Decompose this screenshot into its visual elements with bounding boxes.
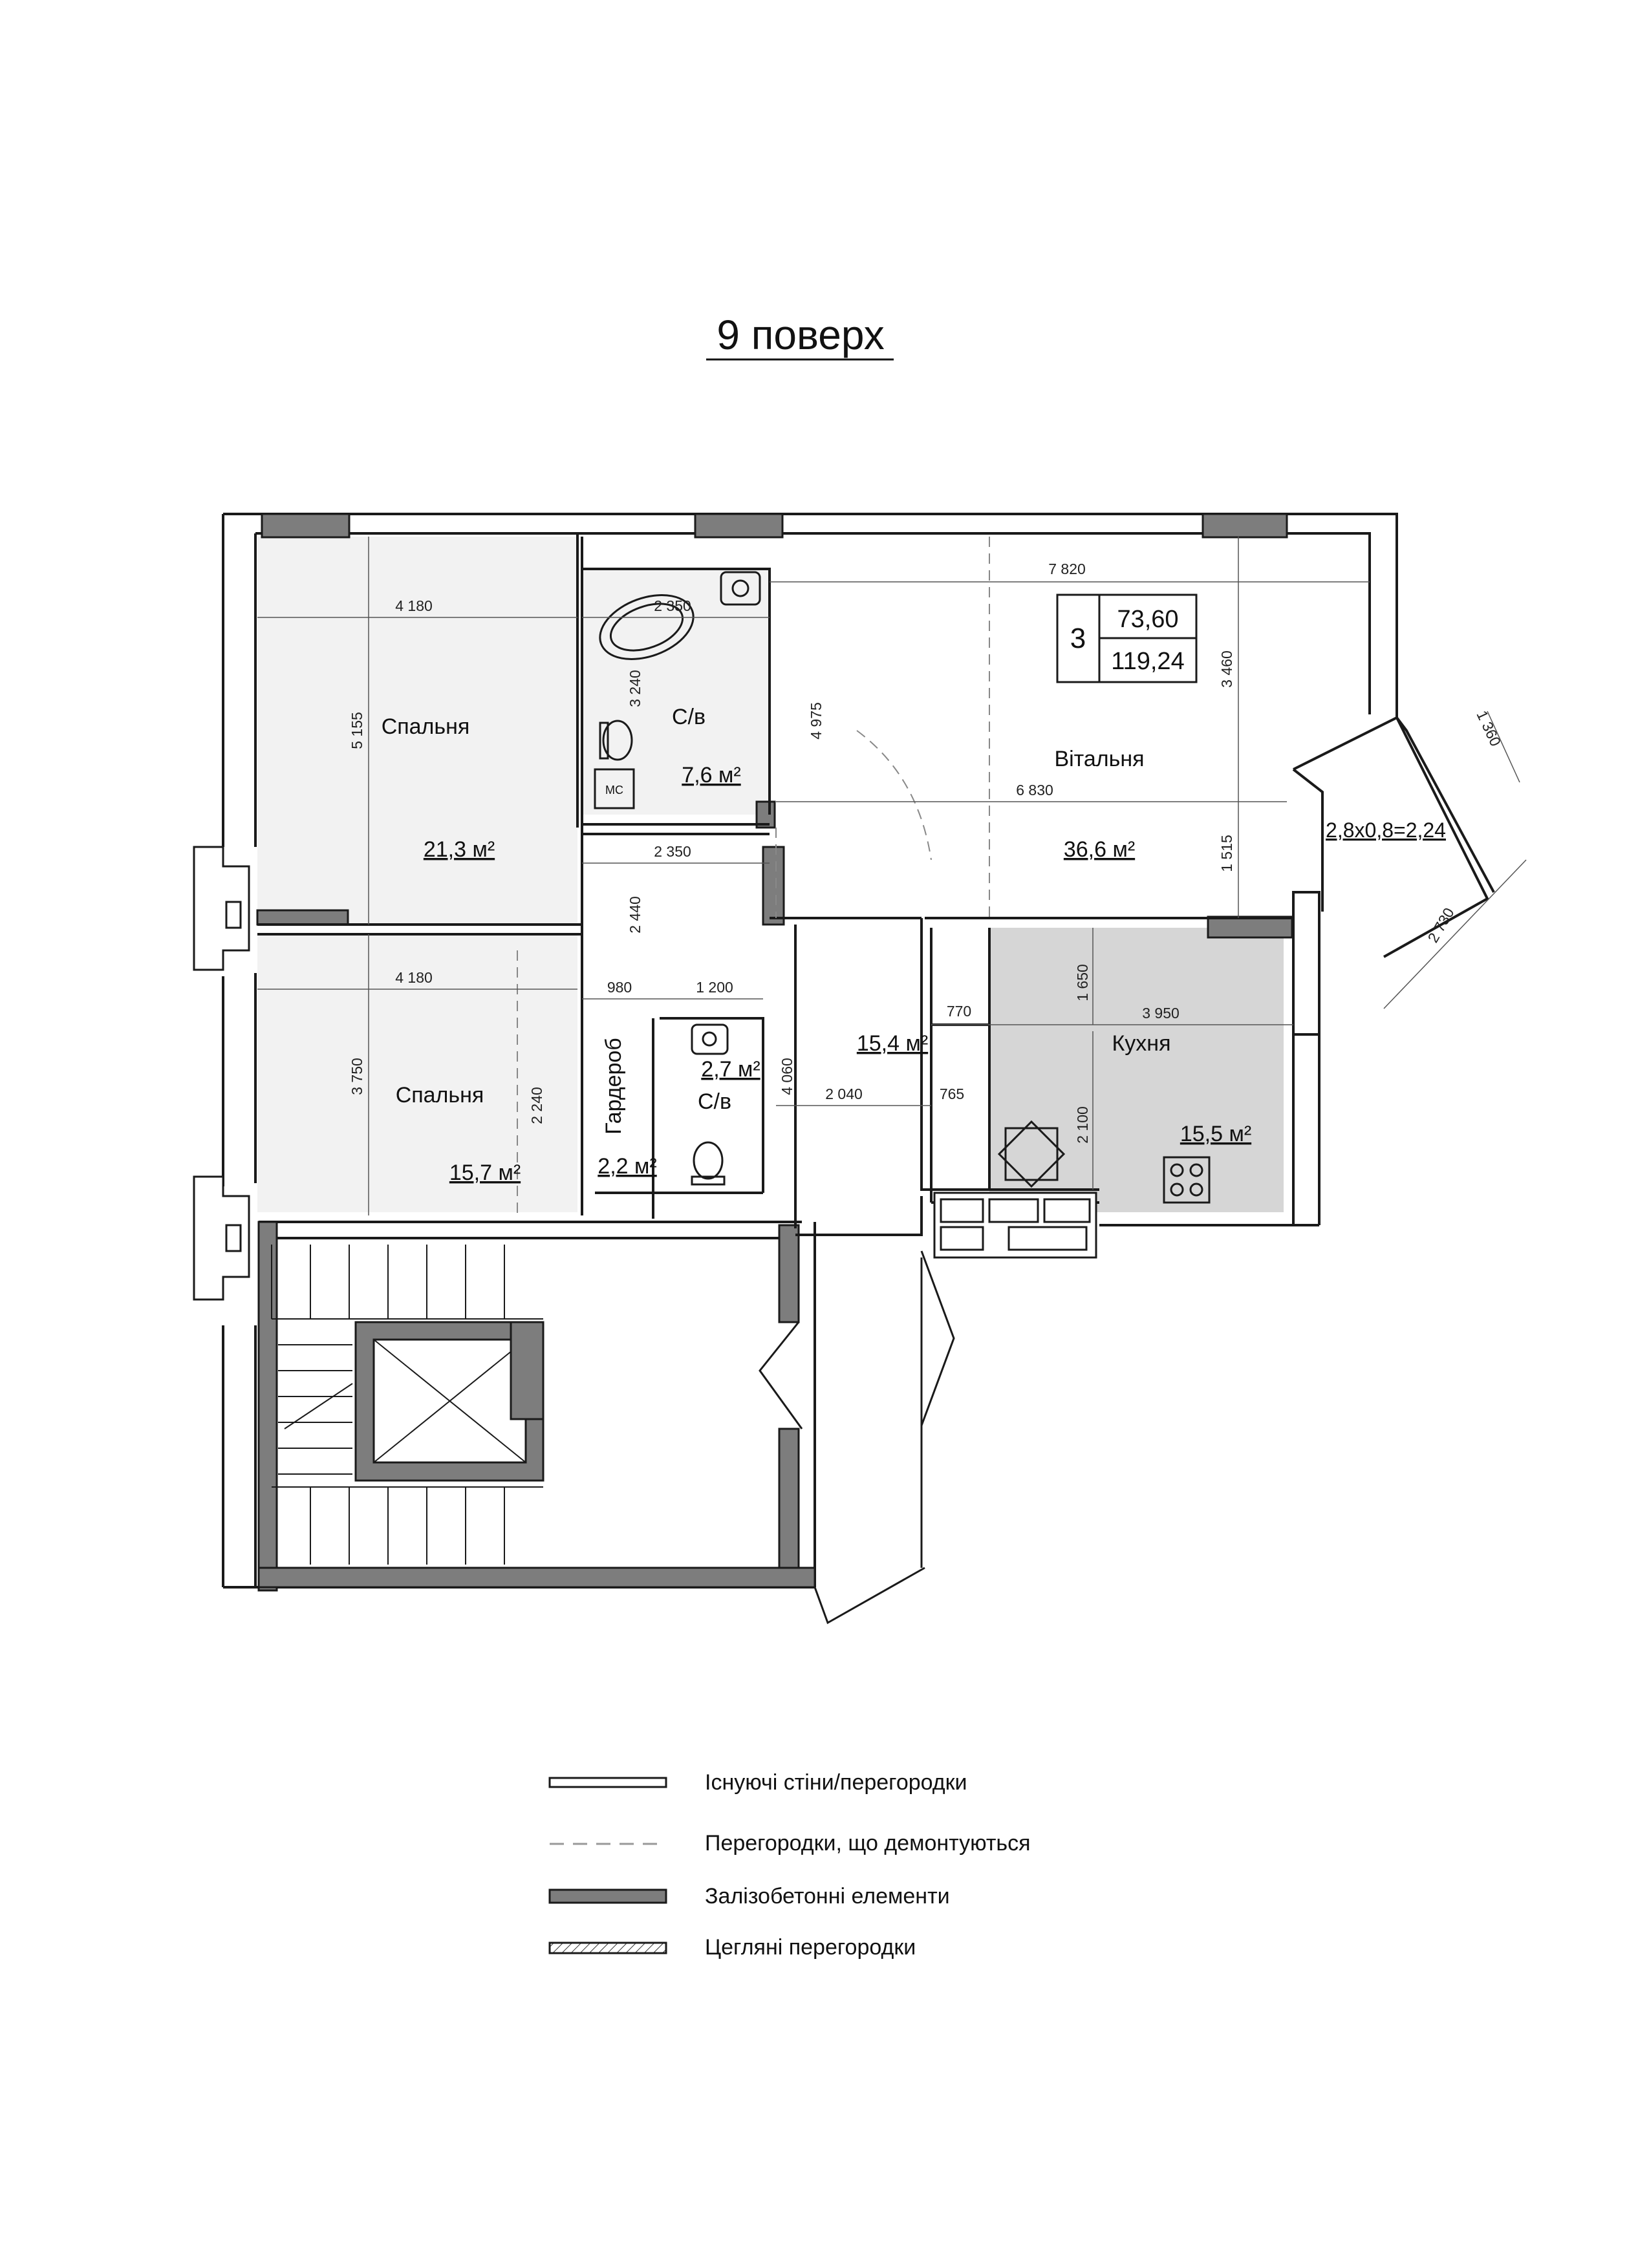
- apartment-number: 3: [1070, 623, 1086, 654]
- dim-bedroom2-depth: 3 750: [349, 1058, 365, 1095]
- dim-kitchen-width: 3 950: [1142, 1005, 1180, 1022]
- bedroom2-name: Спальня: [396, 1083, 484, 1107]
- wardrobe-name: Гардероб: [601, 1038, 626, 1135]
- toilet-icon-2: [691, 1141, 726, 1186]
- dim-living-depth-left: 4 975: [808, 702, 824, 740]
- bathroom2-area: 2,7 м²: [701, 1057, 760, 1082]
- bathroom1-area: 7,6 м²: [682, 763, 740, 787]
- dim-wardrobe-width: 980: [607, 979, 632, 996]
- legend-label-dashed: Перегородки, що демонтуються: [705, 1831, 1031, 1856]
- page-title: 9 поверх: [717, 312, 884, 358]
- bedroom1-name: Спальня: [382, 714, 470, 739]
- living-room-area: 36,6 м²: [1064, 837, 1135, 862]
- left-columns: [193, 846, 250, 1301]
- dim-bath2-width: 1 200: [696, 979, 733, 996]
- dimension-lines: [257, 537, 1527, 1215]
- washing-machine-icon: [594, 768, 635, 809]
- living-room-name: Вітальня: [1054, 747, 1144, 771]
- apartment-living-area: 73,60: [1117, 606, 1178, 633]
- ventilation-blocks: [933, 1192, 1097, 1259]
- dim-balcony-side: 1 360: [1473, 708, 1504, 749]
- dim-living-depth-right: 3 460: [1218, 650, 1235, 688]
- concrete-elements: [256, 513, 1293, 1592]
- dim-bedroom1-width: 4 180: [395, 597, 433, 614]
- sink-icon-2: [691, 1023, 729, 1055]
- dim-bath1-width: 2 350: [654, 597, 691, 614]
- bathroom2-name: С/в: [698, 1089, 731, 1114]
- dim-hall-step: 765: [940, 1086, 964, 1102]
- legend-label-concrete: Залізобетонні елементи: [705, 1884, 950, 1909]
- wardrobe-area: 2,2 м²: [598, 1154, 656, 1179]
- dim-bath1-depth: 3 240: [627, 670, 643, 707]
- interior-walls: [257, 533, 1293, 1236]
- legend-swatch-existing: [548, 1777, 667, 1788]
- stair-treads: [271, 1245, 543, 1565]
- bathtub-icon: [599, 594, 695, 660]
- washing-machine-label: МС: [605, 784, 623, 797]
- sink-icon: [720, 571, 761, 606]
- dim-hall-width: 2 040: [825, 1086, 863, 1102]
- dim-balcony-length: 2 730: [1424, 905, 1457, 946]
- dim-kitchen-depth: 2 100: [1074, 1106, 1091, 1144]
- balcony-area: 2,8х0,8=2,24: [1326, 818, 1446, 842]
- legend: Існуючі стіни/перегородки Перегородки, щ…: [548, 1770, 1031, 1960]
- dim-living-width: 6 830: [1016, 782, 1053, 798]
- entrance-doors: [759, 1250, 955, 1625]
- dim-corridor-depth: 2 440: [627, 896, 643, 934]
- dim-living-total-width: 7 820: [1048, 561, 1086, 577]
- balcony: [1292, 716, 1495, 1036]
- bedroom2-area: 15,7 м²: [449, 1161, 521, 1185]
- dim-bedroom2-width: 4 180: [395, 969, 433, 986]
- dim-hall-depth: 4 060: [779, 1058, 795, 1095]
- stove-icon: [1163, 1156, 1211, 1204]
- dim-wardrobe-depth: 2 240: [528, 1087, 545, 1124]
- kitchen-area: 15,5 м²: [1180, 1122, 1251, 1146]
- bedroom1-area: 21,3 м²: [424, 837, 495, 862]
- bathroom1-name: С/в: [672, 705, 706, 729]
- apartment-badge: [1056, 594, 1198, 683]
- legend-label-existing: Існуючі стіни/перегородки: [705, 1770, 967, 1795]
- legend-label-brick: Цегляні перегородки: [705, 1935, 916, 1960]
- legend-swatch-brick: [548, 1942, 667, 1954]
- dim-bedroom1-depth: 5 155: [349, 712, 365, 749]
- apartment-total-area: 119,24: [1111, 648, 1184, 675]
- dim-kitchen-depth-top: 1 650: [1074, 964, 1091, 1001]
- toilet-icon: [599, 720, 633, 761]
- legend-swatch-concrete: [548, 1888, 667, 1904]
- kitchen-table-icon: [997, 1120, 1066, 1188]
- kitchen-name: Кухня: [1112, 1031, 1171, 1056]
- dim-corridor-width: 2 350: [654, 843, 691, 860]
- dim-living-lower: 1 515: [1218, 835, 1235, 872]
- stair-lift-core: [354, 1321, 544, 1482]
- dashed-partitions: [517, 537, 990, 1215]
- hall-area: 15,4 м²: [857, 1031, 928, 1056]
- dim-kitchen-offset: 770: [947, 1003, 971, 1020]
